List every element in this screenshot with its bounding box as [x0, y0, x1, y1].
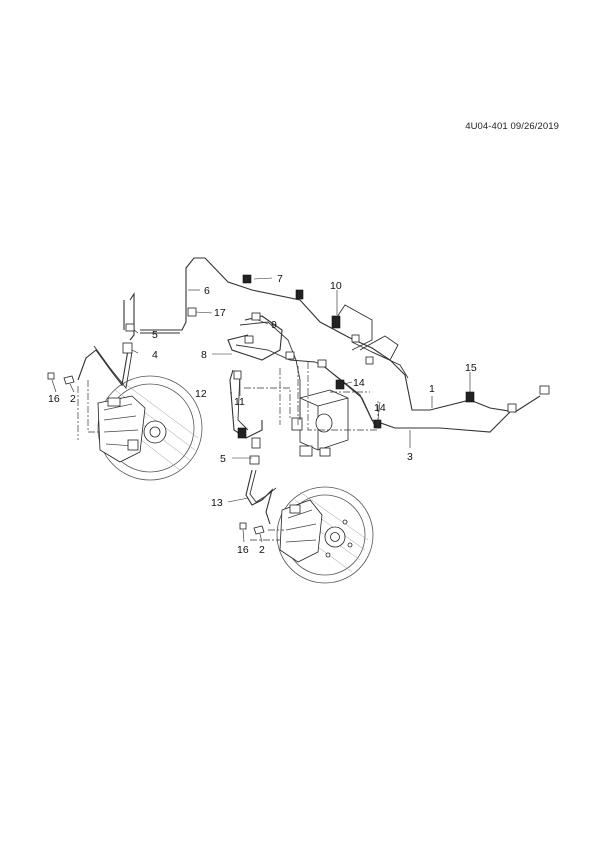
- callout-14b: 14: [374, 402, 386, 414]
- callout-5a: 5: [152, 329, 158, 341]
- document-reference: 4U04-401 09/26/2019: [465, 121, 559, 132]
- callout-7: 7: [277, 273, 283, 285]
- callout-8: 8: [201, 349, 207, 361]
- callout-10: 10: [330, 280, 342, 292]
- callout-1: 1: [429, 383, 435, 395]
- callout-14a: 14: [353, 377, 365, 389]
- callout-16b: 16: [237, 544, 249, 556]
- callout-3: 3: [407, 451, 413, 463]
- callout-15: 15: [465, 362, 477, 374]
- callout-11: 11: [234, 396, 245, 408]
- callout-5b: 5: [220, 453, 226, 465]
- callout-2b: 2: [259, 544, 265, 556]
- right-brake-disc-assembly: [276, 486, 374, 584]
- callout-labels: 1 2 2 3 4 5 5 6 7 8 9 10 11 12 13 14 14 …: [48, 273, 477, 556]
- callout-2a: 2: [70, 393, 76, 405]
- abs-hydraulic-unit: [291, 389, 349, 457]
- callout-9: 9: [271, 319, 277, 331]
- callout-17: 17: [214, 307, 226, 319]
- callout-12: 12: [195, 388, 207, 400]
- callout-13: 13: [211, 497, 223, 509]
- callout-16a: 16: [48, 393, 60, 405]
- callout-4: 4: [152, 349, 158, 361]
- left-brake-disc-assembly: [97, 375, 203, 481]
- brake-pipes: [77, 257, 541, 525]
- relation-lines: [77, 362, 379, 541]
- callout-6: 6: [204, 285, 210, 297]
- leader-lines: [51, 277, 471, 543]
